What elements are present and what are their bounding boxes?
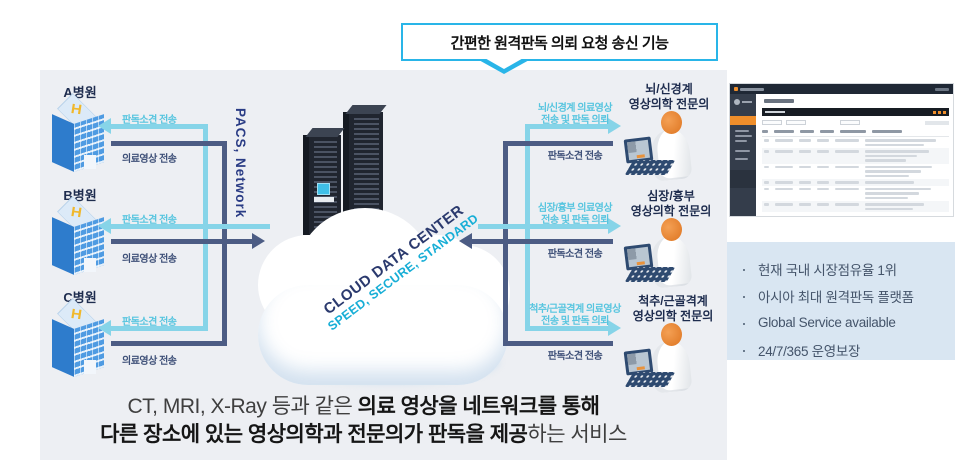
list-item: · Global Service available xyxy=(741,312,896,333)
image-send-label-hospital-a: 의료영상 전송 xyxy=(122,154,177,165)
thumbnail-table-row xyxy=(762,137,949,148)
thumbnail-table-header xyxy=(762,130,949,137)
arrowhead-right-icon xyxy=(608,320,621,336)
pacs-network-label: PACS, Network xyxy=(233,108,248,219)
hospital-c-label: C병원 xyxy=(63,290,97,305)
arrowhead-left-icon xyxy=(98,218,111,234)
specialist-1-label: 뇌/신경계 영상의학 전문의 xyxy=(628,82,710,111)
report-arrow-to-hospital-b xyxy=(111,224,270,229)
thumbnail-table-body xyxy=(762,137,949,214)
service-description: CT, MRI, X-Ray 등과 같은 의료 영상을 네트워크를 통해 다른 … xyxy=(0,393,727,449)
thumbnail-page-title xyxy=(764,99,794,103)
report-label-specialist-2: 판독소견 전송 xyxy=(547,249,603,260)
hospital-b-label: B병원 xyxy=(63,188,97,203)
thumbnail-toolbar xyxy=(762,108,949,116)
thumbnail-table-row xyxy=(762,179,949,186)
image-send-label-hospital-b: 의료영상 전송 xyxy=(122,254,177,265)
request-arrow-to-specialist-2 xyxy=(478,224,608,229)
arrowhead-right-icon xyxy=(252,233,265,249)
request-arrow-to-specialist-1 xyxy=(525,124,608,129)
image-send-label-hospital-c: 의료영상 전송 xyxy=(122,356,177,367)
report-arrow-from-specialist-3 xyxy=(503,341,613,346)
thumbnail-table-row xyxy=(762,148,949,164)
thumbnail-header xyxy=(730,84,953,94)
thumbnail-toolbar-buttons xyxy=(933,110,946,114)
report-arrow-to-hospital-c xyxy=(111,326,206,331)
thumbnail-table-row xyxy=(762,164,949,180)
thumbnail-table-row xyxy=(762,201,949,212)
arrowhead-left-icon xyxy=(459,233,472,249)
arrowhead-left-icon xyxy=(98,320,111,336)
bullet-icon: · xyxy=(741,285,747,306)
app-logo-icon xyxy=(734,87,738,91)
caption-line2-regular: 하는 서비스 xyxy=(527,423,627,446)
report-label-specialist-3: 판독소견 전송 xyxy=(547,351,603,362)
thumbnail-filter-row xyxy=(762,120,949,125)
caption-line2-bold: 다른 장소에 있는 영상의학과 전문의가 판독을 제공 xyxy=(100,423,528,446)
bullet-icon: · xyxy=(741,339,747,360)
specialist-3-label: 척추/근골격계 영상의학 전문의 xyxy=(632,294,714,323)
hospital-a-label: A병원 xyxy=(63,85,97,100)
caption-line1-bold: 의료 영상을 네트워크를 통해 xyxy=(357,395,600,418)
hospital-c-building-icon: H xyxy=(50,298,108,378)
arrowhead-left-icon xyxy=(98,118,111,134)
report-arrow-from-specialist-2 xyxy=(472,239,613,244)
callout-banner: 간편한 원격판독 의뢰 요청 송신 기능 xyxy=(401,23,718,74)
report-label-hospital-c: 판독소견 전송 xyxy=(122,317,177,328)
arrowhead-right-icon xyxy=(608,118,621,134)
arrowhead-right-icon xyxy=(608,218,621,234)
report-label-hospital-b: 판독소견 전송 xyxy=(122,215,177,226)
report-label-specialist-1: 판독소견 전송 xyxy=(547,151,603,162)
report-arrow-to-hospital-a xyxy=(111,124,206,129)
app-screenshot-thumbnail xyxy=(730,84,953,216)
report-arrow-from-specialist-1 xyxy=(503,141,613,146)
callout-label: 간편한 원격판독 의뢰 요청 송신 기능 xyxy=(450,34,669,52)
request-label-specialist-2: 심장/흉부 의료영상 전송 및 판독 의뢰 xyxy=(537,203,613,226)
highlights-box: · 현재 국내 시장점유율 1위 · 아시아 최대 원격판독 플랫폼 · Glo… xyxy=(727,242,955,360)
server-rack-icon xyxy=(303,128,345,235)
hospital-a-building-icon: H xyxy=(50,93,108,173)
request-arrow-to-specialist-3 xyxy=(525,326,608,331)
image-send-arrow-hospital-b xyxy=(111,239,252,244)
radiologist-icon xyxy=(616,218,700,292)
bullet-icon: · xyxy=(741,312,747,333)
image-send-arrow-hospital-c xyxy=(111,341,227,346)
report-label-hospital-a: 판독소견 전송 xyxy=(122,115,177,126)
request-label-specialist-1: 뇌/신경계 의료영상 전송 및 판독 의뢰 xyxy=(537,103,613,126)
thumbnail-table-row xyxy=(762,186,949,202)
list-item: · 현재 국내 시장점유율 1위 xyxy=(741,258,897,279)
avatar xyxy=(734,99,740,105)
caption-line1-regular: CT, MRI, X-Ray 등과 같은 xyxy=(127,395,358,418)
image-send-arrow-hospital-a xyxy=(111,141,227,146)
bullet-icon: · xyxy=(741,258,747,279)
thumbnail-active-menu-item xyxy=(730,116,756,125)
server-rack-icon xyxy=(343,105,387,217)
radiologist-icon xyxy=(616,111,700,185)
hospital-b-building-icon: H xyxy=(50,196,108,276)
thumbnail-sidebar xyxy=(730,94,756,216)
specialist-2-label: 심장/흉부 영상의학 전문의 xyxy=(630,189,712,218)
list-item: · 아시아 최대 원격판독 플랫폼 xyxy=(741,285,914,306)
list-item: · 24/7/365 운영보장 xyxy=(741,339,861,360)
server-screen-icon xyxy=(317,183,330,195)
thumbnail-table-row xyxy=(762,212,949,214)
radiologist-icon xyxy=(616,323,700,397)
request-label-specialist-3: 척추/근골격계 의료영상 전송 및 판독 의뢰 xyxy=(529,304,621,327)
